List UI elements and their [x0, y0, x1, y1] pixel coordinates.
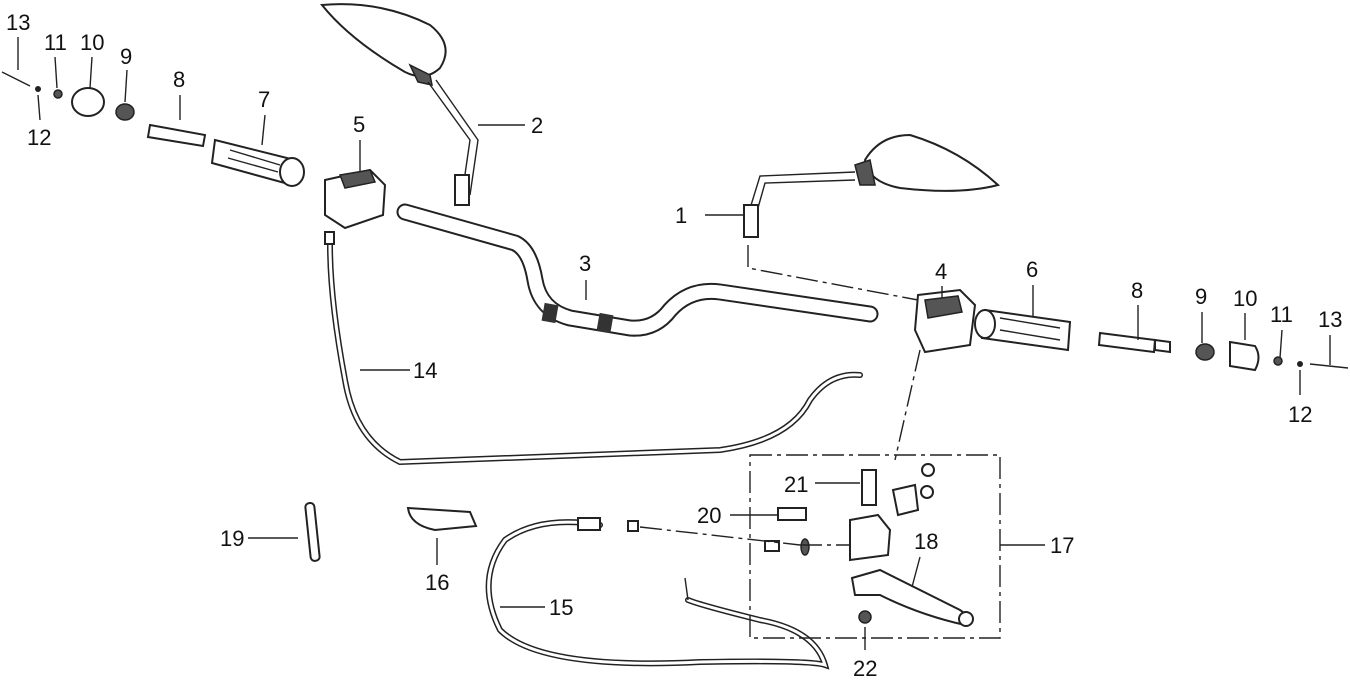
callout: 16: [425, 570, 449, 595]
callout: 9: [120, 44, 132, 69]
callout: 10: [80, 30, 104, 55]
callout: 12: [27, 125, 51, 150]
left-switch-housing: [324, 168, 387, 230]
callout: 14: [413, 358, 437, 383]
callout: 5: [353, 112, 365, 137]
callout: 4: [935, 259, 947, 284]
clutch-lever-assembly: [764, 463, 974, 627]
callout-labels: 13 11 10 9 8 7 5 2 12 1 3 4 6 8 9 10 11 …: [6, 10, 1342, 681]
callout: 9: [1195, 284, 1207, 309]
callout: 18: [914, 529, 938, 554]
callout: 6: [1026, 257, 1038, 282]
leader-lines: [17, 37, 1331, 650]
callout: 21: [784, 472, 808, 497]
callout: 15: [549, 595, 573, 620]
callout: 13: [1318, 307, 1342, 332]
callout: 3: [579, 251, 591, 276]
part-16-boot: [406, 506, 478, 532]
right-switch-housing: [913, 288, 977, 354]
callout: 12: [1288, 402, 1312, 427]
handlebar: [396, 203, 879, 337]
callout: 8: [1131, 278, 1143, 303]
callout: 11: [44, 30, 67, 55]
left-mirror: [320, 3, 479, 206]
callout: 2: [531, 113, 543, 138]
callout: 19: [220, 526, 244, 551]
callout: 11: [1270, 302, 1293, 327]
part-19-pin: [304, 502, 321, 562]
clutch-cable: [485, 517, 830, 670]
callout: 1: [675, 203, 687, 228]
callout: 13: [6, 10, 30, 35]
callout: 22: [853, 656, 877, 681]
throttle-cable: [324, 231, 863, 466]
callout: 20: [697, 503, 721, 528]
callout: 17: [1050, 533, 1074, 558]
right-grip: [974, 308, 1349, 372]
callout: 10: [1233, 286, 1257, 311]
callout: 7: [258, 87, 270, 112]
callout: 8: [173, 67, 185, 92]
right-mirror: [743, 133, 1001, 238]
left-grip: [1, 71, 305, 187]
